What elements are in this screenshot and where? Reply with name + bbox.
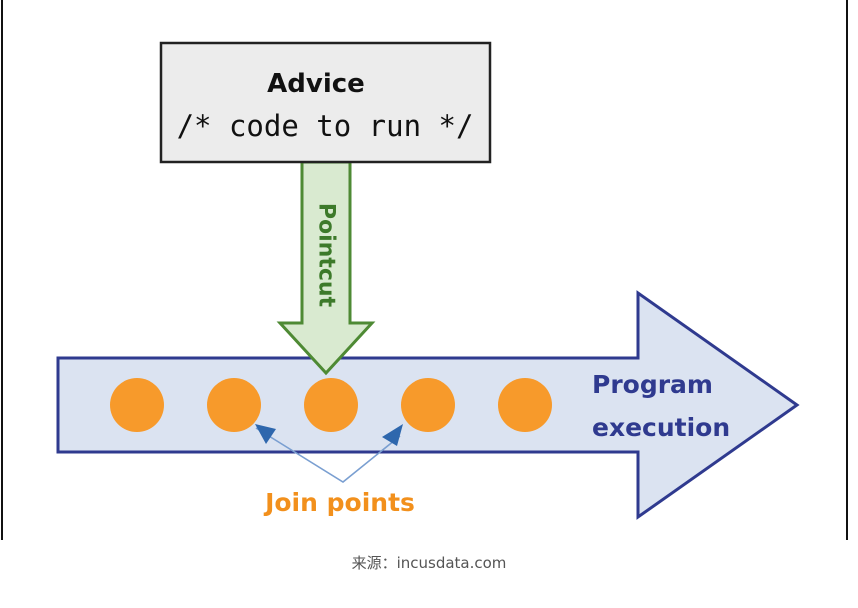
join-point-circle: [498, 378, 552, 432]
join-point-pointer-head: [382, 424, 403, 446]
aop-diagram: Pointcut Advice /* code to run */ Progra…: [1, 0, 848, 540]
join-points-label: Join points: [263, 488, 415, 517]
advice-title: Advice: [267, 69, 365, 99]
join-point-circle: [110, 378, 164, 432]
program-label-line2: execution: [592, 413, 730, 442]
join-point-circle: [401, 378, 455, 432]
program-label-line1: Program: [592, 370, 713, 399]
pointcut-label: Pointcut: [314, 203, 339, 308]
advice-box: [159, 41, 492, 164]
join-point-circle: [304, 378, 358, 432]
join-point-pointer-lines: [255, 427, 401, 483]
join-point-pointer-head: [255, 424, 276, 444]
image-source-caption: 来源：incusdata.com: [351, 554, 507, 572]
join-point-circle: [207, 378, 261, 432]
advice-code: /* code to run */: [177, 109, 474, 143]
pointcut-arrow: [276, 160, 376, 376]
